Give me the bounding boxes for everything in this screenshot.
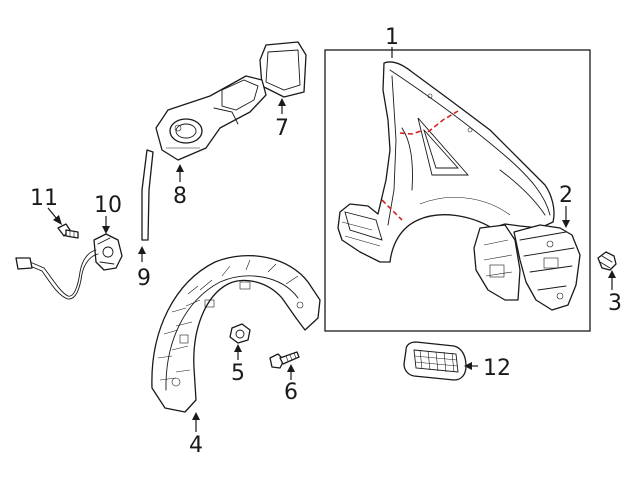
callout-10: 10 <box>94 193 122 218</box>
callout-leaders <box>47 47 616 432</box>
callout-1: 1 <box>385 25 399 50</box>
callout-6: 6 <box>284 380 298 405</box>
quarter-panel <box>337 61 555 301</box>
callout-5: 5 <box>231 361 245 386</box>
rivet <box>57 223 79 239</box>
rear-panel-extension <box>513 224 581 311</box>
quarter-panel-group-box <box>324 49 591 332</box>
vent-grille <box>403 341 467 381</box>
fuel-door <box>259 41 307 98</box>
cut-line-lower <box>381 199 403 221</box>
fender-liner <box>151 255 321 413</box>
nut <box>229 323 251 344</box>
callout-3: 3 <box>608 291 622 316</box>
callout-12: 12 <box>483 356 511 381</box>
callout-11: 11 <box>30 186 58 211</box>
fuel-door-actuator <box>15 233 123 300</box>
callout-7: 7 <box>275 116 289 141</box>
callout-9: 9 <box>137 266 151 291</box>
cut-line-upper-b <box>427 110 459 133</box>
callout-2: 2 <box>559 183 573 208</box>
callout-8: 8 <box>173 184 187 209</box>
cut-line-upper-a <box>399 129 425 135</box>
plug-clip <box>597 251 617 271</box>
bolt <box>269 351 300 369</box>
callout-4: 4 <box>189 433 203 458</box>
fuel-filler-housing <box>155 75 267 161</box>
drain-hose <box>141 149 154 241</box>
